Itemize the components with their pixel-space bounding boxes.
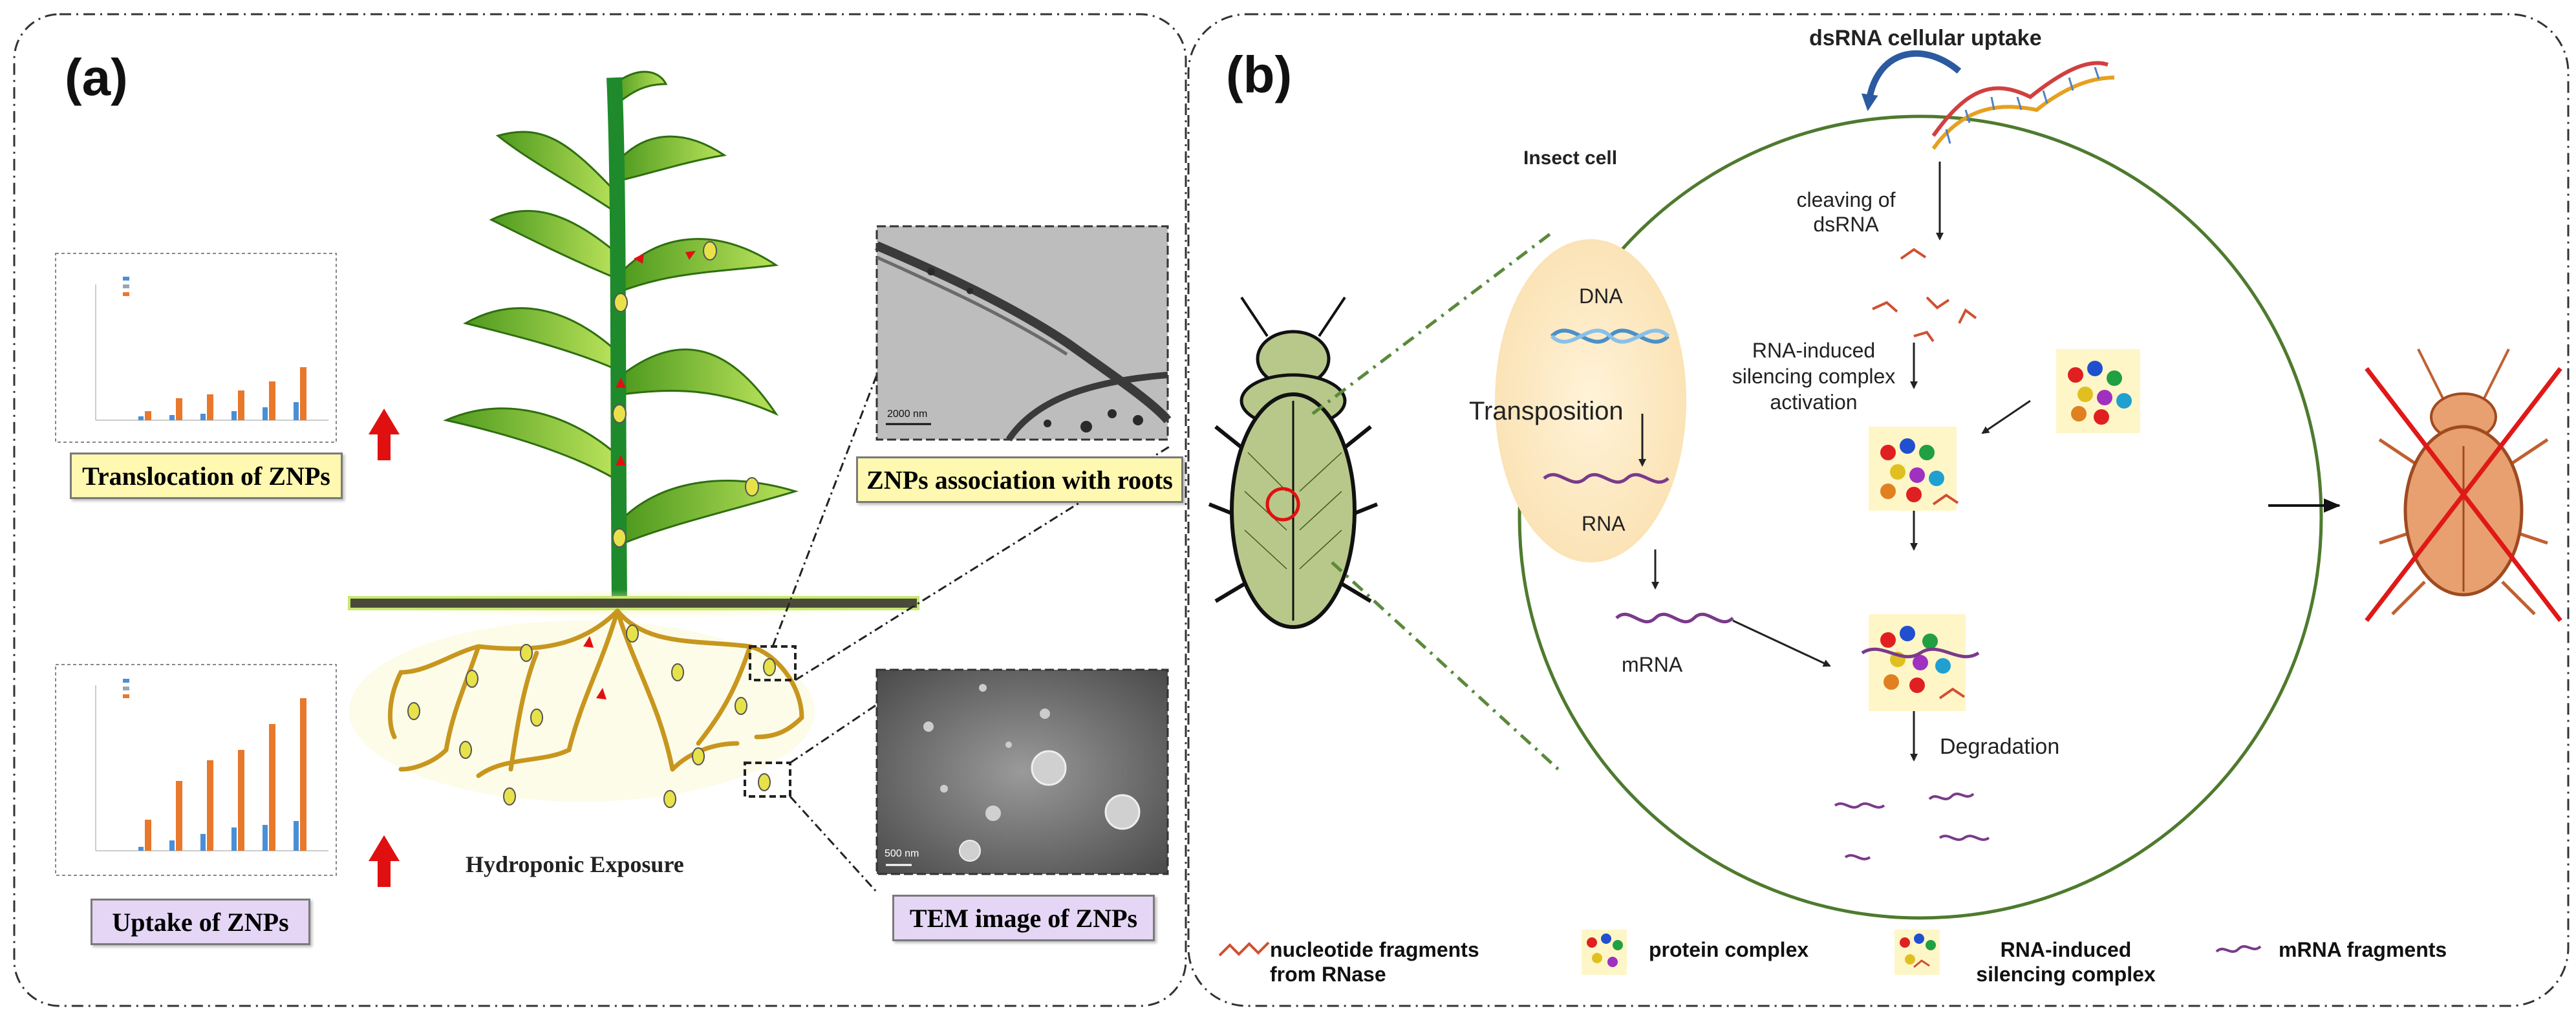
translocation-chart [55,253,337,443]
legend-mrna-fragments: mRNA fragments [2279,938,2447,961]
protein-complex-icon [2056,349,2140,433]
legend-protein: protein complex [1649,938,1809,961]
association-label: ZNPs association with roots [856,456,1183,503]
uptake-label: Uptake of ZNPs [91,899,310,945]
target-circle-icon [1265,487,1300,522]
panel-b-label: (b) [1226,46,1293,103]
root-highlight-box [744,762,791,798]
nucleus-ellipse [1495,239,1686,562]
scale-bar-bottom: 500 nm [885,848,919,859]
up-arrow-icon [369,409,400,460]
scale-bar-top: 2000 nm [887,409,928,420]
dsrna-fragments-icon [1872,248,1977,343]
panel-a-border [13,13,1187,1007]
cleaving-label: cleaving of dsRNA [1796,188,1896,236]
panel-a-label: (a) [65,48,128,106]
dna-label: DNA [1579,284,1623,308]
mrna-fragments-icon [1834,793,1990,860]
transposition-label: Transposition [1469,397,1624,425]
plant [443,70,799,602]
up-arrow-icon [369,835,400,887]
risc-complex-icon [1869,427,1959,511]
panel-b-border [1187,13,2570,1007]
ground-line [348,596,919,610]
tem-image-roots [875,225,1172,442]
degradation-label: Degradation [1940,734,2060,759]
dna-helix-icon [1550,328,1670,344]
legend-icons [1218,930,2262,975]
hydroponic-label: Hydroponic Exposure [466,851,684,877]
tem-image-znps [875,668,1169,875]
mrna-strand-icon [1615,612,1734,624]
legend-nucleotide: nucleotide fragments from RNase [1270,938,1479,986]
tem-label: TEM image of ZNPs [892,895,1155,941]
root-particles [407,624,776,808]
uptake-chart [55,664,337,876]
translocation-label: Translocation of ZNPs [70,453,343,499]
uptake-arrow [1861,50,1962,111]
risc-activation-label: RNA-induced silencing complex activation [1732,339,1896,414]
rna-label: RNA [1582,512,1626,535]
insect-cell-label: Insect cell [1523,147,1618,169]
legend-risc: RNA-induced silencing complex [1976,938,2156,986]
dead-insect-icon [2365,348,2562,623]
rna-strand-icon [1543,473,1669,484]
insect-icon [1208,296,1379,629]
dsrna-uptake-label: dsRNA cellular uptake [1809,26,2042,50]
insect-cell-circle [1518,114,2323,920]
dsrna-helix-icon [1931,61,2115,150]
risc-mrna-complex-icon [1861,614,1980,711]
mrna-label: mRNA [1622,653,1683,676]
